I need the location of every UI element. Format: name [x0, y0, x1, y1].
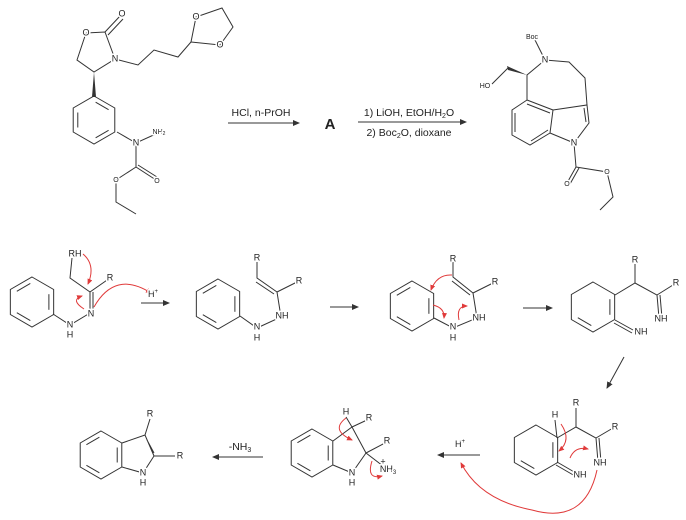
- double-bond: [396, 316, 411, 325]
- step1-reagent: HCl, n-PrOH: [232, 107, 291, 119]
- intermediate-label: A: [325, 116, 336, 133]
- atom-nh: NH: [594, 457, 607, 467]
- ring: [79, 430, 123, 480]
- atom-h: H: [343, 406, 350, 416]
- atom-nh: NH: [655, 313, 668, 323]
- double-bond: [577, 317, 592, 326]
- atom-n: N: [450, 321, 457, 331]
- proton-label: H+: [148, 289, 159, 300]
- sigmatropic-transition: N H NH R R: [430, 252, 500, 344]
- diimine: R R NH NH: [613, 253, 681, 338]
- atom-nh: NH: [473, 312, 486, 322]
- double-bond: [95, 129, 109, 139]
- r-group: R: [573, 397, 580, 407]
- r-group: R: [296, 275, 303, 285]
- atom-h: H: [552, 409, 559, 419]
- atom-o: O: [564, 181, 570, 188]
- r-group: R: [147, 408, 154, 418]
- atom-n: N: [133, 137, 140, 147]
- indole-product: R R N H: [121, 407, 185, 489]
- atom-o: O: [118, 8, 125, 18]
- atom-nh: NH: [635, 326, 648, 336]
- r-group: R: [450, 253, 457, 263]
- r-group: R: [107, 272, 114, 282]
- double-bond: [202, 314, 217, 323]
- atom-nh2: NH2: [153, 129, 166, 137]
- double-bond: [396, 287, 411, 296]
- atom-o: O: [192, 11, 199, 21]
- r-group: R: [177, 450, 184, 460]
- double-bond: [16, 312, 31, 321]
- ring: [195, 278, 241, 330]
- r-group: R: [366, 412, 373, 422]
- atom-o: O: [604, 169, 610, 176]
- r-group: R: [612, 421, 619, 431]
- ring: [290, 428, 334, 478]
- benzene-rings: [9, 95, 616, 480]
- atom-n: N: [140, 467, 147, 477]
- rh-label: RH: [69, 248, 82, 258]
- hydroxyl-label: HO: [480, 83, 491, 90]
- charge-plus: +: [380, 456, 385, 466]
- hydrazone: N H N R RH: [52, 247, 152, 341]
- atom-n: N: [571, 137, 578, 147]
- elimination-label: -NH3: [229, 441, 252, 454]
- ring: [389, 280, 435, 332]
- atom-o: O: [154, 178, 160, 185]
- atom-o: O: [113, 177, 119, 184]
- atom-n: N: [88, 308, 95, 318]
- atom-nh: NH: [574, 469, 587, 479]
- r-group: R: [254, 252, 261, 262]
- atom-o: O: [82, 27, 89, 37]
- atom-h: H: [450, 332, 457, 342]
- boc-label: Boc: [526, 34, 539, 41]
- product: Boc N HO N O O: [478, 32, 614, 211]
- double-bond: [16, 283, 31, 292]
- ring: [72, 95, 116, 145]
- atom-h: H: [140, 477, 147, 487]
- r-group: R: [632, 254, 639, 264]
- mech-arrow-4: [606, 356, 625, 389]
- atom-h: H: [67, 329, 74, 339]
- r-group: R: [673, 277, 680, 287]
- atom-o: O: [216, 39, 223, 49]
- ammonium-label: NH3: [380, 464, 397, 475]
- starting-material: O O N O O N NH2 O O: [76, 7, 234, 215]
- step2-reagent-2: 2) Boc2O, dioxane: [366, 127, 451, 140]
- indoline-ammonium: H R R N H NH3 +: [332, 405, 398, 489]
- double-bond: [86, 464, 100, 474]
- atom-n: N: [349, 467, 356, 477]
- double-bond: [95, 101, 109, 111]
- ring: [570, 281, 616, 333]
- proton-label: H+: [455, 439, 466, 450]
- double-bond: [202, 285, 217, 294]
- aminal-formation: H R R NH NH: [460, 396, 620, 514]
- atom-n: N: [67, 319, 74, 329]
- step2-reagent-1: 1) LiOH, EtOH/H2O: [364, 107, 454, 120]
- r-group: R: [384, 435, 391, 445]
- atom-n: N: [254, 321, 261, 331]
- ring: [9, 276, 55, 328]
- r-group: R: [492, 276, 499, 286]
- double-bond: [86, 436, 100, 446]
- atom-n: N: [112, 53, 119, 63]
- double-bond: [297, 434, 311, 444]
- atom-nh: NH: [276, 310, 289, 320]
- atom-h: H: [254, 332, 261, 342]
- enehydrazine: N H NH R R: [239, 251, 304, 344]
- ring: [513, 424, 559, 476]
- atom-h: H: [349, 477, 356, 487]
- double-bond: [297, 462, 311, 472]
- double-bond: [520, 460, 535, 469]
- atom-n: N: [542, 54, 549, 64]
